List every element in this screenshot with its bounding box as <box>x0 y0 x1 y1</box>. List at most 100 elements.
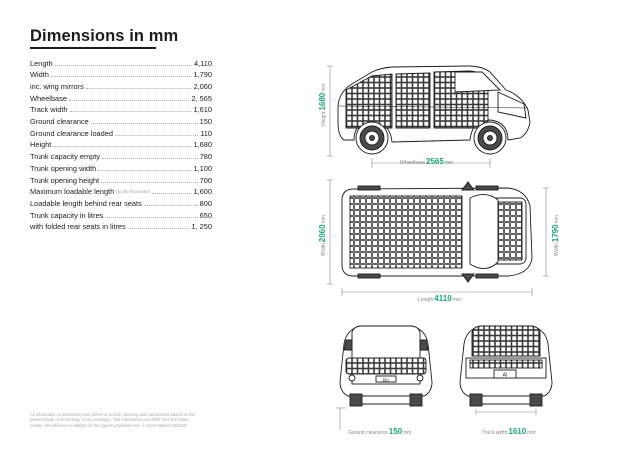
spec-row: Maximum loadable length(to the first sea… <box>30 185 213 197</box>
spec-row: Trunk capacity empty 780 <box>30 150 212 162</box>
width-mirrors-dim-caption: Width <box>321 243 327 256</box>
wheelbase-dimension-label: Wheelbase 2565 mm <box>400 157 453 166</box>
spec-leader-dots <box>127 228 190 230</box>
spec-value: 1,100 <box>193 163 213 173</box>
spec-row: Height 1,680 <box>30 138 213 150</box>
spec-value: 4,110 <box>194 58 212 68</box>
spec-value: 110 <box>200 128 212 138</box>
rear-view-dim-lines <box>475 409 537 415</box>
spec-leader-dots <box>115 134 199 136</box>
spec-value: 1, 250 <box>191 222 212 232</box>
spec-label: Ground clearance loaded <box>30 128 113 138</box>
track-width-dim-value: 1610 <box>508 427 527 436</box>
spec-leader-dots <box>50 76 192 78</box>
spec-row: Wheelbase 2, 565 <box>30 91 212 103</box>
spec-label: Track width <box>30 105 68 115</box>
spec-row: Ground clearance 150 <box>30 115 212 126</box>
rear-view-drawing <box>459 325 553 407</box>
spec-value: 2, 565 <box>191 93 212 103</box>
spec-note: (to the first seats) <box>116 189 151 195</box>
ground-clearance-dim-caption: Ground clearance <box>348 430 388 436</box>
spec-leader-dots <box>98 169 192 171</box>
spec-value: 2,060 <box>193 81 213 91</box>
spec-leader-dots <box>105 216 198 218</box>
spec-leader-dots <box>69 111 192 113</box>
spec-value: 650 <box>199 210 212 220</box>
track-width-dim-unit: mm <box>527 430 536 436</box>
width-mirrors-dim-unit: mm <box>321 215 327 224</box>
spec-row: Width 1,790 <box>30 68 213 80</box>
length-dim-value: 4110 <box>434 294 452 303</box>
spec-label: Height <box>30 140 52 150</box>
spec-leader-dots <box>152 193 192 195</box>
spec-value: 800 <box>199 198 212 208</box>
spec-row: Length 4,110 <box>30 56 212 68</box>
disclaimer: All information is preliminary and refer… <box>30 412 195 428</box>
spec-label: Width <box>30 70 49 80</box>
spec-leader-dots <box>143 204 198 206</box>
rear-plate: AI <box>503 373 508 379</box>
spec-leader-dots <box>54 64 193 66</box>
spec-label: Maximum loadable length <box>30 187 115 197</box>
ground-clearance-dim-value: 150 <box>388 427 403 436</box>
wheelbase-dim-caption: Wheelbase <box>400 160 426 166</box>
width-dimension-label: Width 1790 mm <box>551 215 560 256</box>
spec-row: Ground clearance loaded 110 <box>30 126 212 138</box>
spec-value: 1,790 <box>193 70 213 80</box>
track-width-dimension-label: Track width 1610 mm <box>482 427 536 436</box>
spec-value: 700 <box>199 175 212 185</box>
height-dimension-label: Height 1680 mm <box>318 83 327 126</box>
spec-label: Loadable length behind rear seats <box>30 198 142 208</box>
width-mirrors-dim-value: 2060 <box>318 224 327 243</box>
wheelbase-dim-unit: mm <box>444 160 454 166</box>
front-view-drawing <box>339 325 433 407</box>
length-dim-caption: Length <box>418 297 434 303</box>
spec-row: Trunk opening height 700 <box>30 173 212 185</box>
page-title: Dimensions in mm <box>30 27 179 45</box>
height-dim-caption: Height <box>321 111 327 126</box>
spec-label: Ground clearance <box>30 117 89 126</box>
spec-leader-dots <box>101 158 198 160</box>
spec-leader-dots <box>101 181 198 183</box>
spec-value: 150 <box>199 117 212 126</box>
spec-leader-dots <box>53 146 192 148</box>
spec-label: Length <box>30 58 53 68</box>
spec-label: Wheelbase <box>30 93 67 103</box>
spec-row: Trunk capacity in litres 650 <box>30 208 212 220</box>
width-dim-unit: mm <box>554 215 560 224</box>
height-dim-unit: mm <box>321 83 327 92</box>
length-dimension-label: Length 4110 mm <box>418 294 461 303</box>
ground-clearance-dim-unit: mm <box>403 430 412 436</box>
spec-value: 780 <box>199 152 212 162</box>
spec-row: Track width 1,610 <box>30 103 213 115</box>
ground-clearance-dimension-label: Ground clearance 150 mm <box>348 427 411 436</box>
spec-row: inc. wing mirrors 2,060 <box>30 79 212 91</box>
wheelbase-dim-value: 2565 <box>426 157 444 166</box>
spec-label: Trunk opening height <box>30 175 100 185</box>
length-dim-unit: mm <box>452 297 461 303</box>
width-dim-value: 1790 <box>551 224 560 243</box>
top-view-dim-lines <box>327 179 549 296</box>
spec-label: Trunk opening width <box>30 163 97 173</box>
spec-value: 1,610 <box>193 105 213 115</box>
height-dim-value: 1680 <box>318 92 327 111</box>
spec-label: Trunk capacity empty <box>30 152 100 162</box>
spec-leader-dots <box>68 99 190 101</box>
top-view-drawing <box>341 181 533 283</box>
spec-leader-dots <box>90 123 198 124</box>
spec-label: inc. wing mirrors <box>30 81 84 91</box>
spec-value: 1,600 <box>193 187 213 197</box>
spec-row: Loadable length behind rear seats 800 <box>30 196 212 208</box>
spec-value: 1,680 <box>193 140 213 150</box>
side-view-drawing <box>337 65 531 155</box>
spec-row: Trunk opening width 1,100 <box>30 161 212 173</box>
spec-leader-dots <box>85 87 192 89</box>
track-width-dim-caption: Track width <box>482 430 508 436</box>
front-view-dim-lines <box>336 407 346 430</box>
side-view-dim-lines <box>327 65 491 168</box>
title-underline <box>30 47 156 49</box>
spec-label: Trunk capacity in litres <box>30 210 104 220</box>
width-dim-caption: Width <box>554 243 560 256</box>
